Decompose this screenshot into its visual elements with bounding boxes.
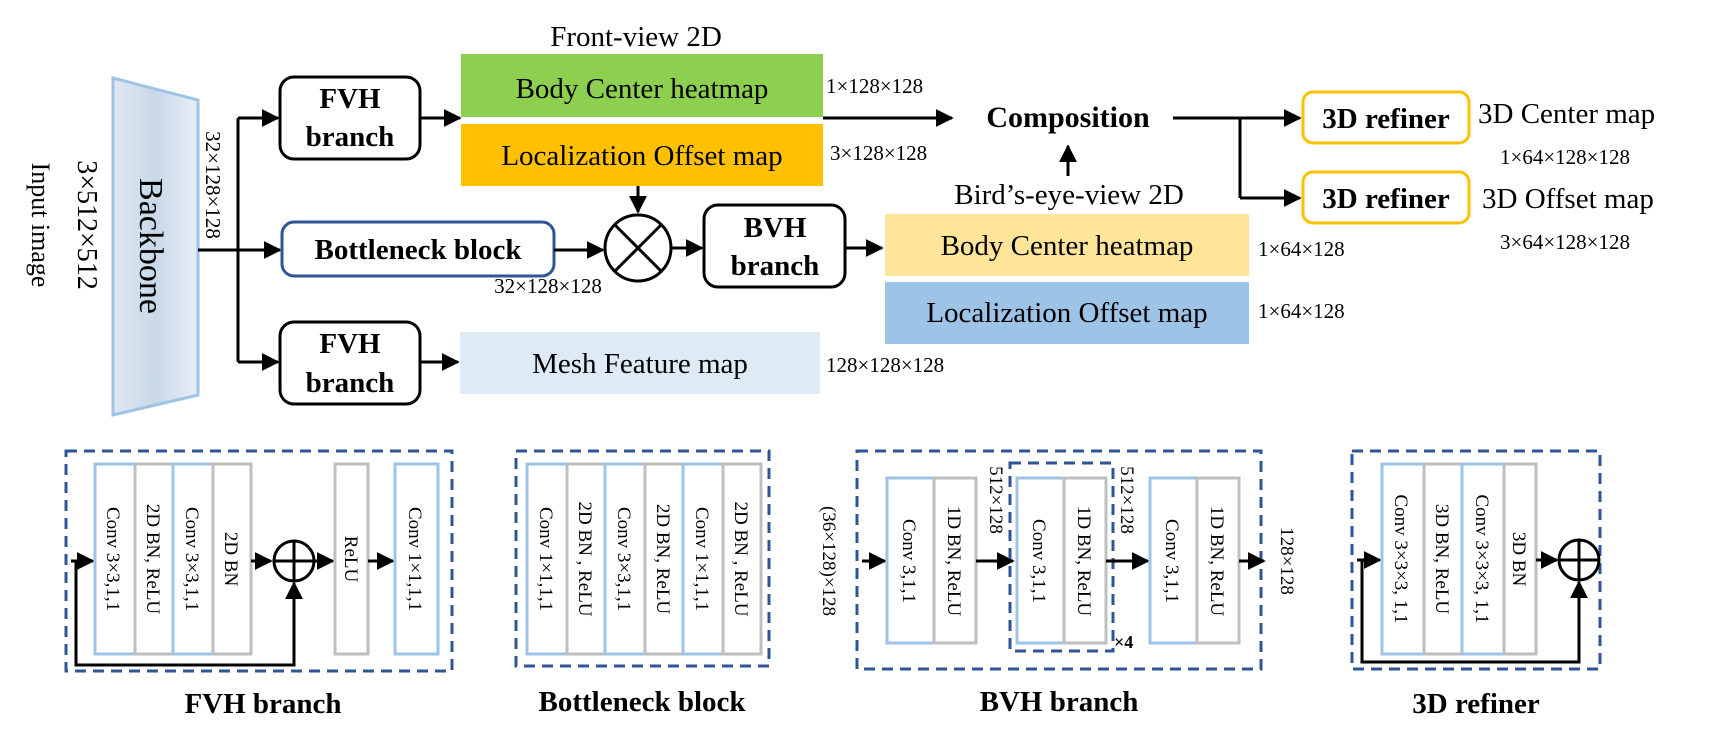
bottleneck-layer-text-5: Conv 1×1,1,1 xyxy=(691,507,712,611)
refiner-1-label: 3D refiner xyxy=(1322,103,1450,135)
fvh-branch-1-line1: FVH xyxy=(319,83,381,115)
backbone-output-dim: 32×128×128 xyxy=(201,131,225,239)
refiner-1-box xyxy=(1301,90,1471,145)
bottleneck-detail-title: Bottleneck block xyxy=(538,686,746,718)
bottleneck-layer-text-4: 2D BN, ReLU xyxy=(652,504,673,615)
input-image-label: Input image xyxy=(26,163,55,288)
refiner-2-label: 3D refiner xyxy=(1322,183,1450,215)
bvh-detail-title: BVH branch xyxy=(980,686,1139,718)
bev-center-heatmap xyxy=(885,214,1249,276)
bvh-repeat-label: ×4 xyxy=(1114,632,1133,652)
offset-map-dim: 3×64×128×128 xyxy=(1500,230,1630,254)
bev-center-label: Body Center heatmap xyxy=(941,230,1194,262)
birds-eye-title: Bird’s-eye-view 2D xyxy=(954,179,1184,211)
refiner-layer-text-3: Conv 3×3×3, 1,1 xyxy=(1471,494,1492,623)
bottleneck-layer-text-3: Conv 3×3,1,1 xyxy=(613,507,634,611)
fvh-detail-panel xyxy=(64,449,454,673)
bottleneck-layer-text-2: 2D BN , ReLU xyxy=(574,501,595,616)
mesh-feature-label: Mesh Feature map xyxy=(532,348,748,380)
bvh-layer-conv-1 xyxy=(885,476,936,645)
front-offset-label: Localization Offset map xyxy=(501,140,782,172)
bottleneck-layer-3 xyxy=(603,462,647,656)
fvh-layer-bn-1 xyxy=(133,462,175,656)
front-center-heatmap xyxy=(461,54,823,117)
center-map-dim: 1×64×128×128 xyxy=(1500,145,1630,169)
bvh-layer-text-6: 1D BN, ReLU xyxy=(1206,506,1227,617)
front-offset-dim: 3×128×128 xyxy=(830,141,927,165)
refiner-layer-bn-2 xyxy=(1502,462,1538,656)
bottleneck-output-dim: 32×128×128 xyxy=(494,274,602,298)
refiner-skip-connection xyxy=(1360,560,1588,664)
fvh-layer-relu xyxy=(333,462,370,656)
fvh-branch-1-line2: branch xyxy=(306,121,395,153)
bottleneck-layer-4 xyxy=(643,462,685,656)
center-map-label: 3D Center map xyxy=(1478,98,1655,130)
refiner-detail-title: 3D refiner xyxy=(1412,688,1540,720)
fvh-layer-text-1: Conv 3×3,1,1 xyxy=(102,507,123,611)
mesh-feature-map xyxy=(460,332,820,394)
bvh-repeat-panel xyxy=(1008,461,1115,653)
bvh-layer-bn-3 xyxy=(1195,476,1241,645)
bvh-output-dim: 128×128 xyxy=(1276,527,1297,595)
front-offset-map xyxy=(461,124,823,186)
bev-offset-label: Localization Offset map xyxy=(926,297,1207,329)
bottleneck-layer-text-6: 2D BN , ReLU xyxy=(730,501,751,616)
front-center-label: Body Center heatmap xyxy=(516,73,769,105)
fvh-branch-2-line2: branch xyxy=(306,367,395,399)
bvh-layer-text-3: Conv 3,1,1 xyxy=(1028,519,1049,603)
bvh-layer-text-2: 1D BN, ReLU xyxy=(943,506,964,617)
bvh-detail-input-dim: (36×128)×128 xyxy=(818,506,839,616)
bev-center-dim: 1×64×128 xyxy=(1258,237,1345,261)
backbone-label: Backbone xyxy=(132,178,169,314)
fvh-layer-text-4: 2D BN xyxy=(220,532,241,587)
fvh-plus-icon xyxy=(272,539,316,583)
offset-map-label: 3D Offset map xyxy=(1482,183,1654,215)
bvh-dim-2: 512×128 xyxy=(1116,466,1137,534)
bottleneck-layer-6 xyxy=(721,462,763,656)
bvh-layer-bn-2 xyxy=(1062,476,1108,645)
bvh-layer-text-1: Conv 3,1,1 xyxy=(898,519,919,603)
composition-label: Composition xyxy=(986,101,1150,134)
bvh-branch-line2: branch xyxy=(731,250,820,282)
bottleneck-layer-1 xyxy=(525,462,569,656)
fvh-layer-text-6: Conv 1×1,1,1 xyxy=(404,507,425,611)
bev-offset-dim: 1×64×128 xyxy=(1258,299,1345,323)
bvh-layer-text-4: 1D BN, ReLU xyxy=(1073,506,1094,617)
bottleneck-label: Bottleneck block xyxy=(314,234,522,266)
bvh-layer-bn-1 xyxy=(932,476,978,645)
fvh-layer-text-3: Conv 3×3,1,1 xyxy=(181,507,202,611)
fvh-skip-connection xyxy=(74,561,303,667)
fvh-layer-conv-2 xyxy=(171,462,215,656)
mesh-feature-dim: 128×128×128 xyxy=(826,353,944,377)
bvh-layer-conv-2 xyxy=(1015,476,1066,645)
bvh-branch-line1: BVH xyxy=(744,212,807,244)
fvh-layer-text-2: 2D BN, ReLU xyxy=(142,504,163,615)
front-view-title: Front-view 2D xyxy=(550,21,722,53)
refiner-layer-text-1: Conv 3×3×3, 1,1 xyxy=(1390,494,1411,623)
refiner-layer-bn-1 xyxy=(1422,462,1464,656)
fvh-layer-bn-2 xyxy=(211,462,253,656)
refiner-layer-text-2: 3D BN, ReLU xyxy=(1431,504,1452,615)
bev-offset-map xyxy=(885,282,1249,344)
bottleneck-layer-text-1: Conv 1×1,1,1 xyxy=(535,507,556,611)
refiner-layer-text-4: 3D BN xyxy=(1508,532,1529,587)
input-size-label: 3×512×512 xyxy=(71,160,102,290)
refiner-2-box xyxy=(1301,170,1471,225)
refiner-plus-icon xyxy=(1557,538,1601,582)
fvh-detail-title: FVH branch xyxy=(184,688,341,720)
fvh-branch-2-line1: FVH xyxy=(319,328,381,360)
fvh-layer-conv-3 xyxy=(393,462,440,656)
bvh-layer-conv-3 xyxy=(1148,476,1199,645)
multiply-icon xyxy=(603,213,673,283)
bvh-dim-1: 512×128 xyxy=(985,466,1006,534)
front-center-dim: 1×128×128 xyxy=(826,74,923,98)
fvh-layer-text-5: ReLU xyxy=(340,536,361,583)
bottleneck-detail-panel xyxy=(514,449,771,668)
backbone-block xyxy=(111,76,200,417)
bvh-branch-box xyxy=(702,203,847,289)
bvh-layer-text-5: Conv 3,1,1 xyxy=(1161,519,1182,603)
